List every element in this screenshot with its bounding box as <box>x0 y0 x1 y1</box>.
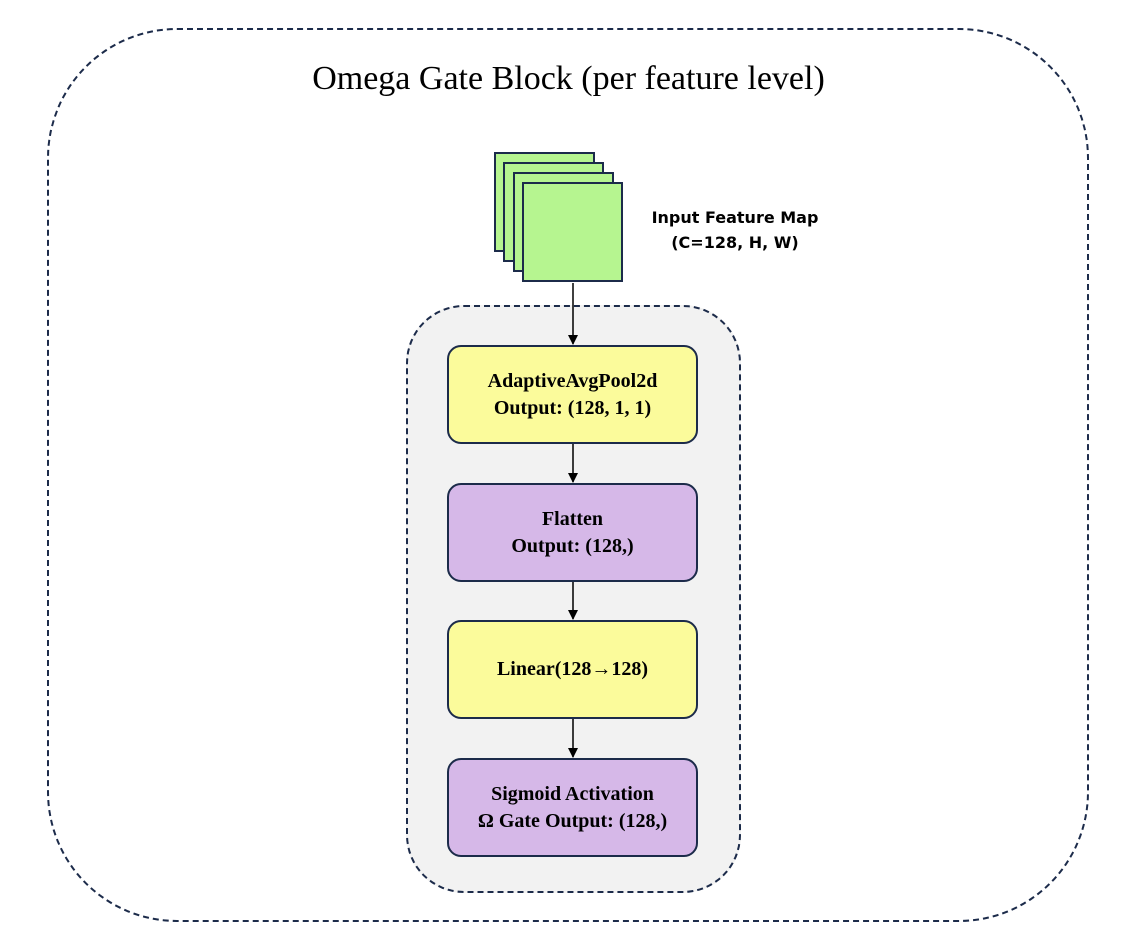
node-output: Output: (128, 1, 1) <box>493 396 652 419</box>
feature-map-sheet-4 <box>522 182 623 282</box>
input-label-line-1: Input Feature Map <box>651 208 819 227</box>
node-sigmoid-activation: Sigmoid Activation Ω Gate Output: (128,) <box>447 758 698 857</box>
input-label-line-2: (C=128, H, W) <box>671 233 799 252</box>
node-flatten: Flatten Output: (128,) <box>447 483 698 582</box>
input-feature-map-label: Input Feature Map (C=128, H, W) <box>640 205 830 255</box>
node-title: Linear(128→128) <box>496 658 649 680</box>
outer-block-frame <box>47 28 1089 922</box>
node-title: Flatten <box>541 507 604 530</box>
node-title: AdaptiveAvgPool2d <box>487 369 658 392</box>
node-title: Sigmoid Activation <box>491 782 654 805</box>
node-adaptive-avg-pool: AdaptiveAvgPool2d Output: (128, 1, 1) <box>447 345 698 444</box>
node-linear: Linear(128→128) <box>447 620 698 719</box>
diagram-title: Omega Gate Block (per feature level) <box>312 60 825 97</box>
node-output: Output: (128,) <box>511 534 634 557</box>
node-output: Ω Gate Output: (128,) <box>477 809 668 832</box>
